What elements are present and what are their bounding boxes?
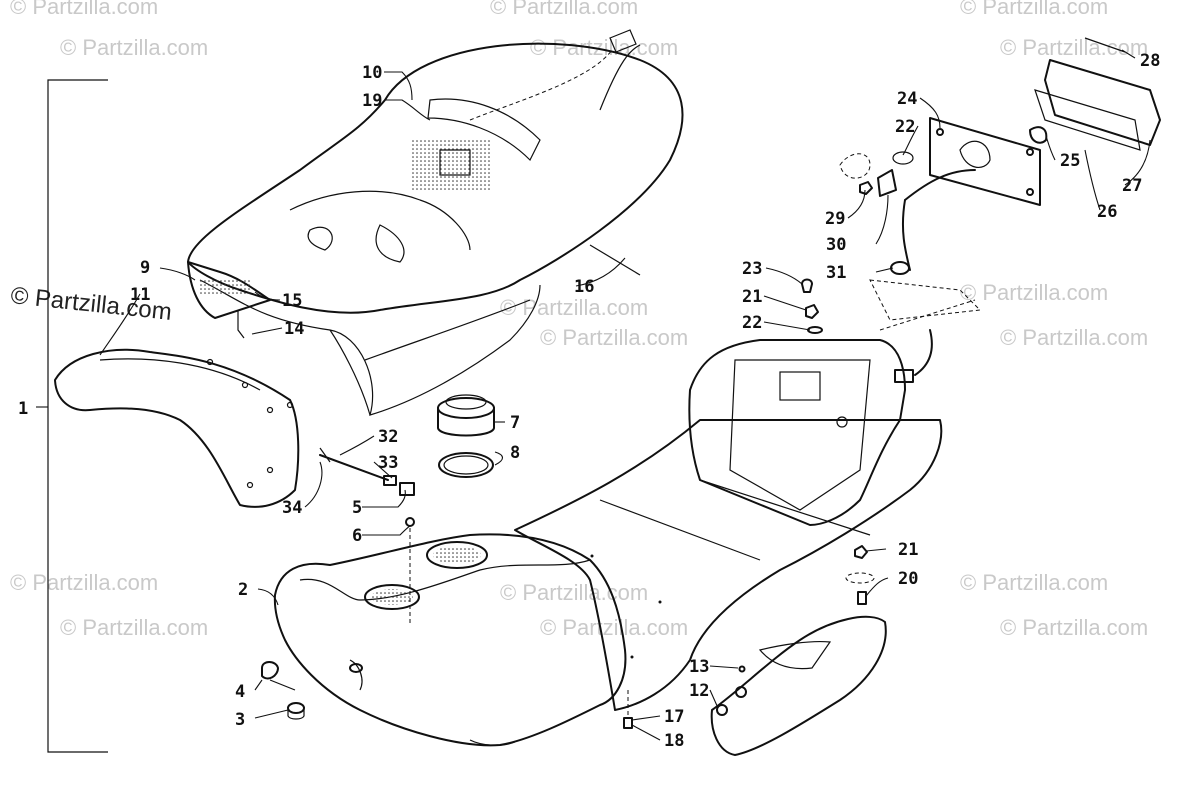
callout-10: 10: [362, 63, 382, 83]
assembly-bracket: [36, 79, 108, 753]
callout-13: 13: [689, 657, 709, 677]
watermark: © Partzilla.com: [10, 570, 158, 595]
callout-3: 3: [235, 710, 245, 730]
clamp-and-plug: [261, 661, 305, 720]
callout-22-bracket: 22: [895, 117, 915, 137]
watermark: © Partzilla.com: [960, 570, 1108, 595]
seat-front-corner: [187, 261, 271, 339]
watermark: © Partzilla.com: [540, 325, 688, 350]
callout-6: 6: [352, 526, 362, 546]
callout-8: 8: [510, 443, 520, 463]
callout-21-tray: 21: [898, 540, 918, 560]
callout-14: 14: [284, 319, 304, 339]
gas-tank: [273, 533, 627, 747]
callout-7: 7: [510, 413, 520, 433]
watermark: © Partzilla.com: [530, 35, 678, 60]
watermark: © Partzilla.com: [10, 0, 158, 19]
rear-tray: [514, 339, 943, 711]
callout-16: 16: [574, 277, 594, 297]
rear-bracket: [710, 615, 887, 756]
callout-22-light: 22: [742, 313, 762, 333]
tray-hardware: [623, 545, 875, 729]
callout-33: 33: [378, 453, 398, 473]
watermark: © Partzilla.com: [60, 35, 208, 60]
callout-9: 9: [140, 258, 150, 278]
callout-32: 32: [378, 427, 398, 447]
watermark: © Partzilla.com: [500, 580, 648, 605]
callout-labels: 1 2 3 4 5 6 7 8 9 10 11 12 13 14 15 16 1…: [18, 51, 1160, 751]
side-panel: [54, 348, 300, 508]
callout-29: 29: [825, 209, 845, 229]
watermark: © Partzilla.com: [540, 615, 688, 640]
watermark: © Partzilla.com: [1000, 35, 1148, 60]
callout-19: 19: [362, 91, 382, 111]
watermark-layer: © Partzilla.com © Partzilla.com © Partzi…: [9, 0, 1148, 640]
callout-15: 15: [282, 291, 302, 311]
callout-2: 2: [238, 580, 248, 600]
seat: [187, 29, 684, 416]
callout-18: 18: [664, 731, 684, 751]
callout-20: 20: [898, 569, 918, 589]
callout-28: 28: [1140, 51, 1160, 71]
callout-1: 1: [18, 399, 28, 419]
gas-cap: [437, 394, 495, 478]
callout-12: 12: [689, 681, 709, 701]
callout-25: 25: [1060, 151, 1080, 171]
callout-23: 23: [742, 259, 762, 279]
watermark: © Partzilla.com: [960, 0, 1108, 19]
watermark: © Partzilla.com: [1000, 325, 1148, 350]
callout-24: 24: [897, 89, 917, 109]
callout-11: 11: [130, 285, 150, 305]
tail-light-assembly: [801, 37, 1161, 383]
watermark: © Partzilla.com: [960, 280, 1108, 305]
watermark: © Partzilla.com: [60, 615, 208, 640]
callout-17: 17: [664, 707, 684, 727]
callout-26: 26: [1097, 202, 1117, 222]
callout-27: 27: [1122, 176, 1142, 196]
watermark: © Partzilla.com: [490, 0, 638, 19]
watermark: © Partzilla.com: [1000, 615, 1148, 640]
callout-21-light: 21: [742, 287, 762, 307]
callout-31: 31: [826, 263, 846, 283]
callout-30: 30: [826, 235, 846, 255]
watermark: © Partzilla.com: [500, 295, 648, 320]
leader-lines: [99, 49, 1151, 741]
callout-5: 5: [352, 498, 362, 518]
callout-4: 4: [235, 682, 245, 702]
callout-34: 34: [282, 498, 302, 518]
